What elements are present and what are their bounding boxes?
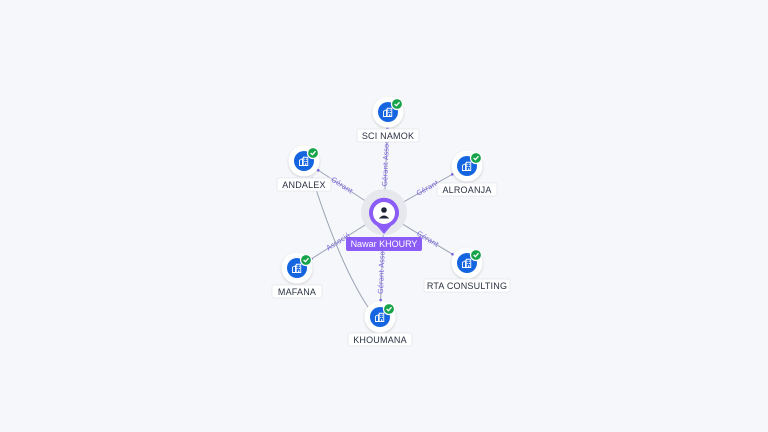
person-icon (378, 207, 390, 219)
edge-andalex-khoumana (311, 176, 369, 308)
company-label-bg (271, 284, 323, 299)
edge-mafana (311, 224, 366, 260)
verified-check-icon (469, 248, 483, 262)
company-node-sci-namok[interactable]: SCI NAMOK (356, 96, 420, 143)
edge-rta-consulting (402, 223, 453, 255)
verified-check-icon (299, 253, 313, 267)
verified-check-icon (306, 146, 320, 160)
check-mark-icon (386, 306, 392, 312)
company-node-rta-consulting[interactable]: RTA CONSULTING (423, 247, 511, 293)
edge-role-label-alroanja: Gérant (415, 179, 440, 198)
edge-role-label-andalex: Gérant (330, 176, 355, 196)
edge-arrow-alroanja (450, 173, 454, 176)
center-person-name: Nawar KHOURY (351, 239, 418, 249)
edge-alroanja (402, 173, 453, 203)
check-mark-icon (394, 101, 400, 107)
company-node-andalex[interactable]: ANDALEX (276, 145, 332, 192)
company-label-bg (423, 278, 511, 293)
edge-arrow-andalex (316, 168, 320, 172)
company-name: RTA CONSULTING (427, 281, 507, 291)
company-name: ANDALEX (282, 180, 325, 190)
check-mark-icon (473, 155, 479, 161)
verified-check-icon (469, 151, 483, 165)
check-mark-icon (310, 150, 316, 156)
company-label-bg (436, 182, 498, 197)
company-name: KHOUMANA (353, 335, 407, 345)
company-name: MAFANA (278, 287, 316, 297)
edge-role-label-sci-namok: Gérant Associé (381, 133, 391, 186)
edge-arrow-khoumana (379, 298, 382, 302)
center-inner (373, 202, 395, 224)
center-person-node[interactable]: Nawar KHOURY (346, 189, 422, 251)
company-name: SCI NAMOK (362, 131, 414, 141)
company-label-bg (356, 128, 420, 143)
center-label-bg (346, 237, 422, 251)
verified-check-icon (382, 302, 396, 316)
company-node-khoumana[interactable]: KHOUMANA (347, 301, 413, 347)
company-node-alroanja[interactable]: ALROANJA (436, 150, 498, 197)
company-name: ALROANJA (442, 185, 491, 195)
check-mark-icon (303, 257, 309, 263)
company-label-bg (276, 177, 332, 192)
verified-check-icon (390, 97, 404, 111)
check-mark-icon (473, 252, 479, 258)
company-label-bg (347, 332, 413, 347)
edge-arrow-rta-consulting (451, 252, 454, 256)
edge-andalex (317, 169, 366, 202)
edge-role-label-khoumana: Gérant Associé (377, 241, 387, 294)
company-node-mafana[interactable]: MAFANA (271, 252, 323, 299)
